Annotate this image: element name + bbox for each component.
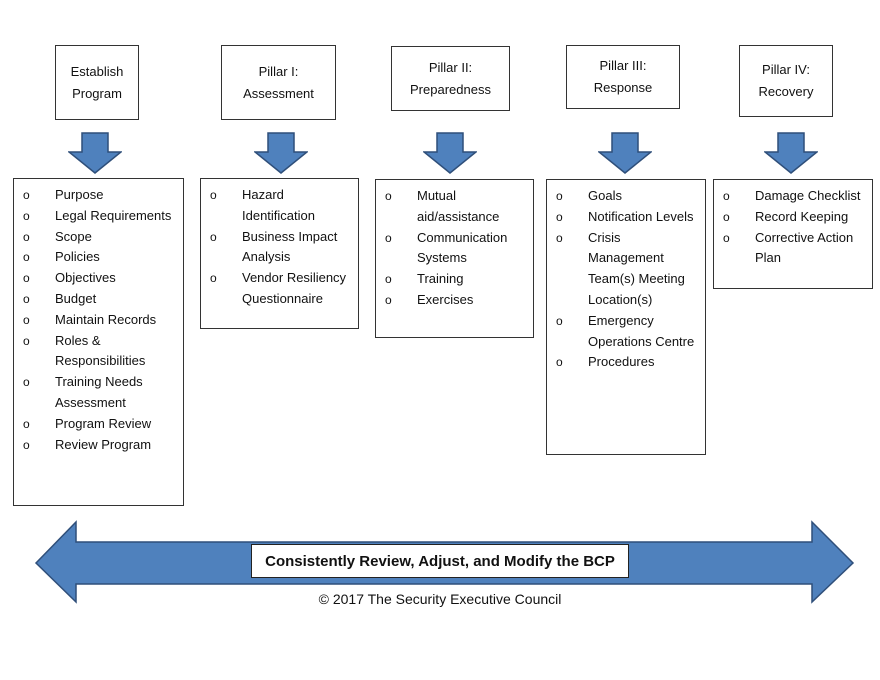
header-line-2: Program bbox=[72, 85, 122, 101]
list-item: Hazard Identification bbox=[201, 185, 352, 227]
list-item: Goals bbox=[547, 186, 699, 207]
list-item: Damage Checklist bbox=[714, 186, 866, 207]
down-arrow-icon bbox=[598, 132, 652, 174]
down-arrow-icon bbox=[68, 132, 122, 174]
list-item: Procedures bbox=[547, 352, 699, 373]
list-establish-program: Purpose Legal Requirements Scope Policie… bbox=[13, 178, 184, 506]
list-item: Budget bbox=[14, 289, 177, 310]
list-item: Corrective Action Plan bbox=[714, 228, 866, 270]
list-item: Purpose bbox=[14, 185, 177, 206]
header-line-1: Pillar IV: bbox=[762, 62, 810, 77]
list-item: Training bbox=[376, 269, 527, 290]
header-line-1: Pillar II: bbox=[428, 59, 473, 75]
header-line-2: Assessment bbox=[243, 85, 314, 101]
header-line-1: Pillar III: bbox=[599, 58, 647, 73]
list-item: Review Program bbox=[14, 435, 177, 456]
list-item: Policies bbox=[14, 247, 177, 268]
list-item: Notification Levels bbox=[547, 207, 699, 228]
list-pillar-preparedness: Mutual aid/assistance Communication Syst… bbox=[375, 179, 534, 338]
list-item: Mutual aid/assistance bbox=[376, 186, 527, 228]
header-line-1: Establish bbox=[70, 63, 124, 79]
header-line-2: Recovery bbox=[758, 84, 814, 99]
list-item: Exercises bbox=[376, 290, 527, 311]
header-line-2: Preparedness bbox=[410, 81, 491, 97]
list-item: Legal Requirements bbox=[14, 206, 177, 227]
list-pillar-assessment: Hazard Identification Business Impact An… bbox=[200, 178, 359, 329]
down-arrow-icon bbox=[423, 132, 477, 174]
list-item: Training Needs Assessment bbox=[14, 372, 177, 414]
list-item: Roles & Responsibilities bbox=[14, 331, 177, 373]
list-item: Program Review bbox=[14, 414, 177, 435]
copyright-text: © 2017 The Security Executive Council bbox=[318, 591, 562, 607]
header-line-2: Response bbox=[593, 80, 653, 95]
review-banner: Consistently Review, Adjust, and Modify … bbox=[251, 544, 629, 578]
list-item: Objectives bbox=[14, 268, 177, 289]
header-pillar-assessment: Pillar I: Assessment bbox=[221, 45, 336, 120]
list-item: Crisis Management Team(s) Meeting Locati… bbox=[547, 228, 699, 311]
list-item: Business Impact Analysis bbox=[201, 227, 352, 269]
header-establish-program: Establish Program bbox=[55, 45, 139, 120]
list-item: Communication Systems bbox=[376, 228, 527, 270]
list-item: Scope bbox=[14, 227, 177, 248]
list-pillar-recovery: Damage Checklist Record Keeping Correcti… bbox=[713, 179, 873, 289]
header-pillar-recovery: Pillar IV: Recovery bbox=[739, 45, 833, 117]
down-arrow-icon bbox=[254, 132, 308, 174]
list-item: Vendor Resiliency Questionnaire bbox=[201, 268, 352, 310]
list-pillar-response: Goals Notification Levels Crisis Managem… bbox=[546, 179, 706, 455]
header-line-1: Pillar I: bbox=[258, 63, 299, 79]
header-pillar-preparedness: Pillar II: Preparedness bbox=[391, 46, 510, 111]
header-pillar-response: Pillar III: Response bbox=[566, 45, 680, 109]
list-item: Record Keeping bbox=[714, 207, 866, 228]
list-item: Maintain Records bbox=[14, 310, 177, 331]
down-arrow-icon bbox=[764, 132, 818, 174]
list-item: Emergency Operations Centre bbox=[547, 311, 699, 353]
